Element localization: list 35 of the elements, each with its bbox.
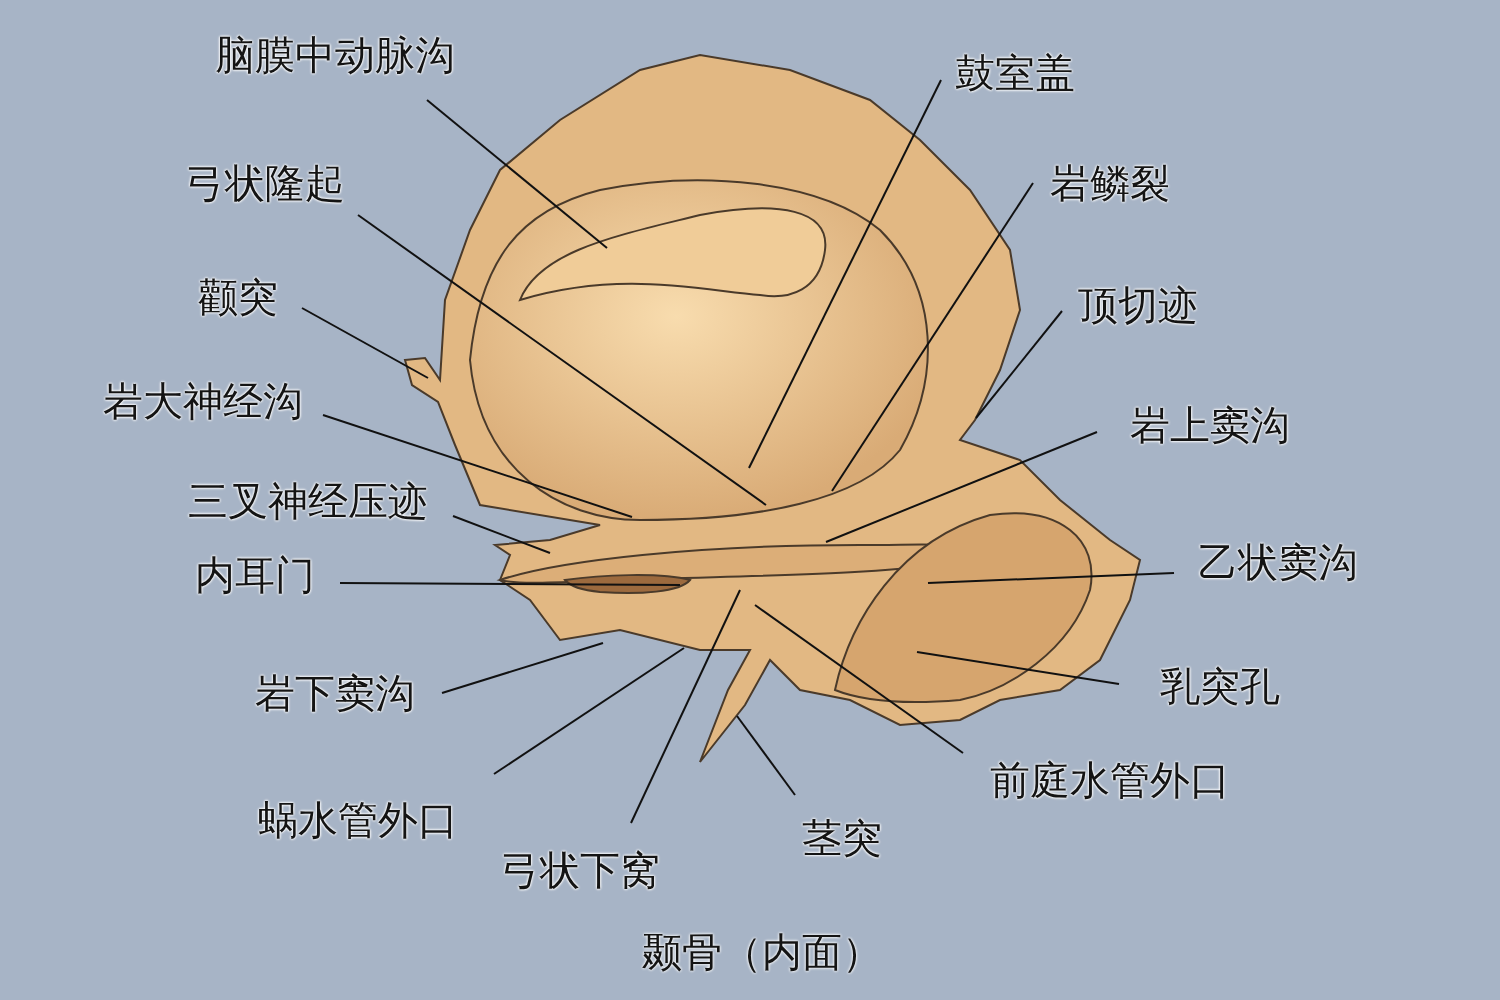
leader-line [493, 647, 685, 775]
part-label: 弓状下窝 [500, 847, 660, 893]
part-label: 岩上窦沟 [1130, 402, 1290, 448]
part-label: 乳突孔 [1160, 663, 1280, 709]
part-label: 前庭水管外口 [990, 757, 1230, 803]
leader-line [339, 582, 681, 586]
leader-line [831, 182, 1034, 492]
leader-line [441, 642, 604, 694]
part-label: 岩鳞裂 [1050, 160, 1170, 206]
part-label: 三叉神经压迹 [188, 478, 428, 524]
leader-line [452, 515, 551, 554]
part-label: 岩大神经沟 [103, 378, 303, 424]
leader-line [630, 589, 741, 824]
part-label: 鼓室盖 [955, 50, 1075, 96]
leader-line [736, 715, 796, 796]
leader-line [748, 79, 942, 469]
leader-line [975, 310, 1063, 419]
part-label: 乙状窦沟 [1198, 539, 1358, 585]
leader-line [825, 431, 1098, 543]
leader-line [754, 604, 964, 754]
part-label: 茎突 [802, 815, 882, 861]
part-label: 颧突 [198, 274, 278, 320]
part-label: 内耳门 [195, 552, 315, 598]
leader-line [322, 414, 633, 518]
leader-line [357, 214, 767, 506]
part-label: 脑膜中动脉沟 [215, 32, 455, 78]
part-label: 岩下窦沟 [255, 670, 415, 716]
part-label: 蜗水管外口 [258, 797, 458, 843]
part-label: 弓状隆起 [185, 160, 345, 206]
figure-title: 颞骨（内面） [642, 929, 882, 975]
leader-line [301, 307, 429, 379]
leader-line [426, 99, 608, 249]
leader-line [927, 572, 1175, 584]
leader-line [916, 651, 1120, 685]
part-label: 顶切迹 [1078, 282, 1198, 328]
